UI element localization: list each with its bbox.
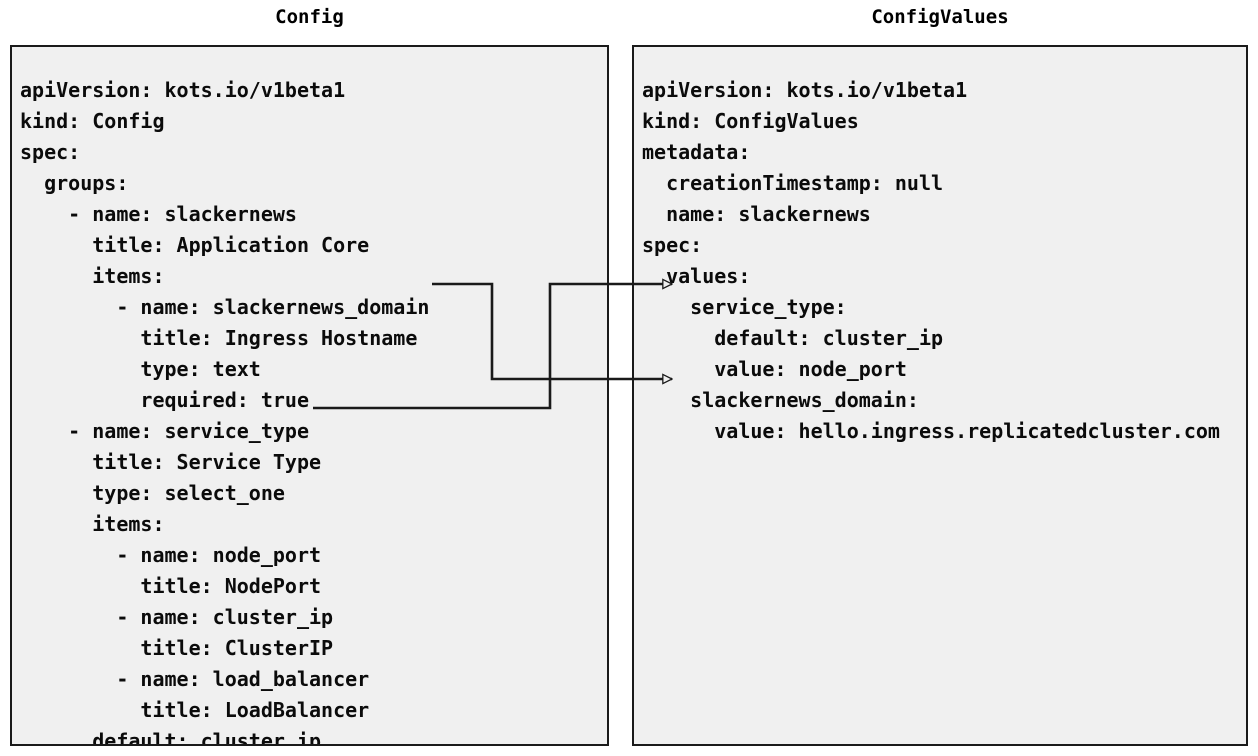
config-values-yaml-line: kind: ConfigValues	[642, 109, 859, 133]
config-values-yaml-text: apiVersion: kots.io/v1beta1 kind: ConfigV…	[642, 75, 1246, 447]
config-values-yaml-line: metadata:	[642, 140, 751, 164]
config-yaml-line: - name: node_port	[20, 543, 322, 567]
panel-title-config-values: ConfigValues	[871, 6, 1009, 28]
config-yaml-text: apiVersion: kots.io/v1beta1 kind: Config s…	[20, 75, 607, 746]
config-yaml-line: groups:	[20, 171, 129, 195]
config-values-yaml-line: apiVersion: kots.io/v1beta1	[642, 78, 968, 102]
config-yaml-line: items:	[20, 264, 165, 288]
config-yaml-line: title: Ingress Hostname	[20, 326, 418, 350]
config-values-yaml-line: name: slackernews	[642, 202, 871, 226]
config-yaml-line: - name: cluster_ip	[20, 605, 334, 629]
config-yaml-line: spec:	[20, 140, 81, 164]
config-yaml-line: - name: service_type	[20, 419, 309, 443]
config-yaml-line: default: cluster_ip	[20, 729, 322, 746]
config-values-yaml-line: creationTimestamp: null	[642, 171, 944, 195]
config-values-yaml-panel: apiVersion: kots.io/v1beta1 kind: ConfigV…	[632, 45, 1248, 746]
config-values-yaml-line: value: hello.ingress.replicatedcluster.c…	[642, 419, 1220, 443]
config-yaml-line: - name: load_balancer	[20, 667, 370, 691]
config-yaml-line: items:	[20, 512, 165, 536]
config-yaml-line: title: NodePort	[20, 574, 322, 598]
config-yaml-line: title: Service Type	[20, 450, 322, 474]
config-yaml-line: type: select_one	[20, 481, 285, 505]
config-values-yaml-line: value: node_port	[642, 357, 907, 381]
config-yaml-line: kind: Config	[20, 109, 165, 133]
config-values-yaml-line: default: cluster_ip	[642, 326, 944, 350]
config-yaml-panel: apiVersion: kots.io/v1beta1 kind: Config s…	[10, 45, 609, 746]
config-yaml-line: - name: slackernews_domain	[20, 295, 430, 319]
config-values-yaml-line: service_type:	[642, 295, 847, 319]
panel-title-config: Config	[275, 6, 344, 28]
config-values-yaml-line: values:	[642, 264, 751, 288]
config-values-yaml-line: spec:	[642, 233, 703, 257]
config-yaml-line: title: ClusterIP	[20, 636, 334, 660]
config-yaml-line: type: text	[20, 357, 261, 381]
config-yaml-line: - name: slackernews	[20, 202, 297, 226]
config-yaml-line: required: true	[20, 388, 309, 412]
config-values-yaml-line: slackernews_domain:	[642, 388, 919, 412]
config-yaml-line: title: LoadBalancer	[20, 698, 370, 722]
config-yaml-line: apiVersion: kots.io/v1beta1	[20, 78, 346, 102]
config-yaml-line: title: Application Core	[20, 233, 370, 257]
